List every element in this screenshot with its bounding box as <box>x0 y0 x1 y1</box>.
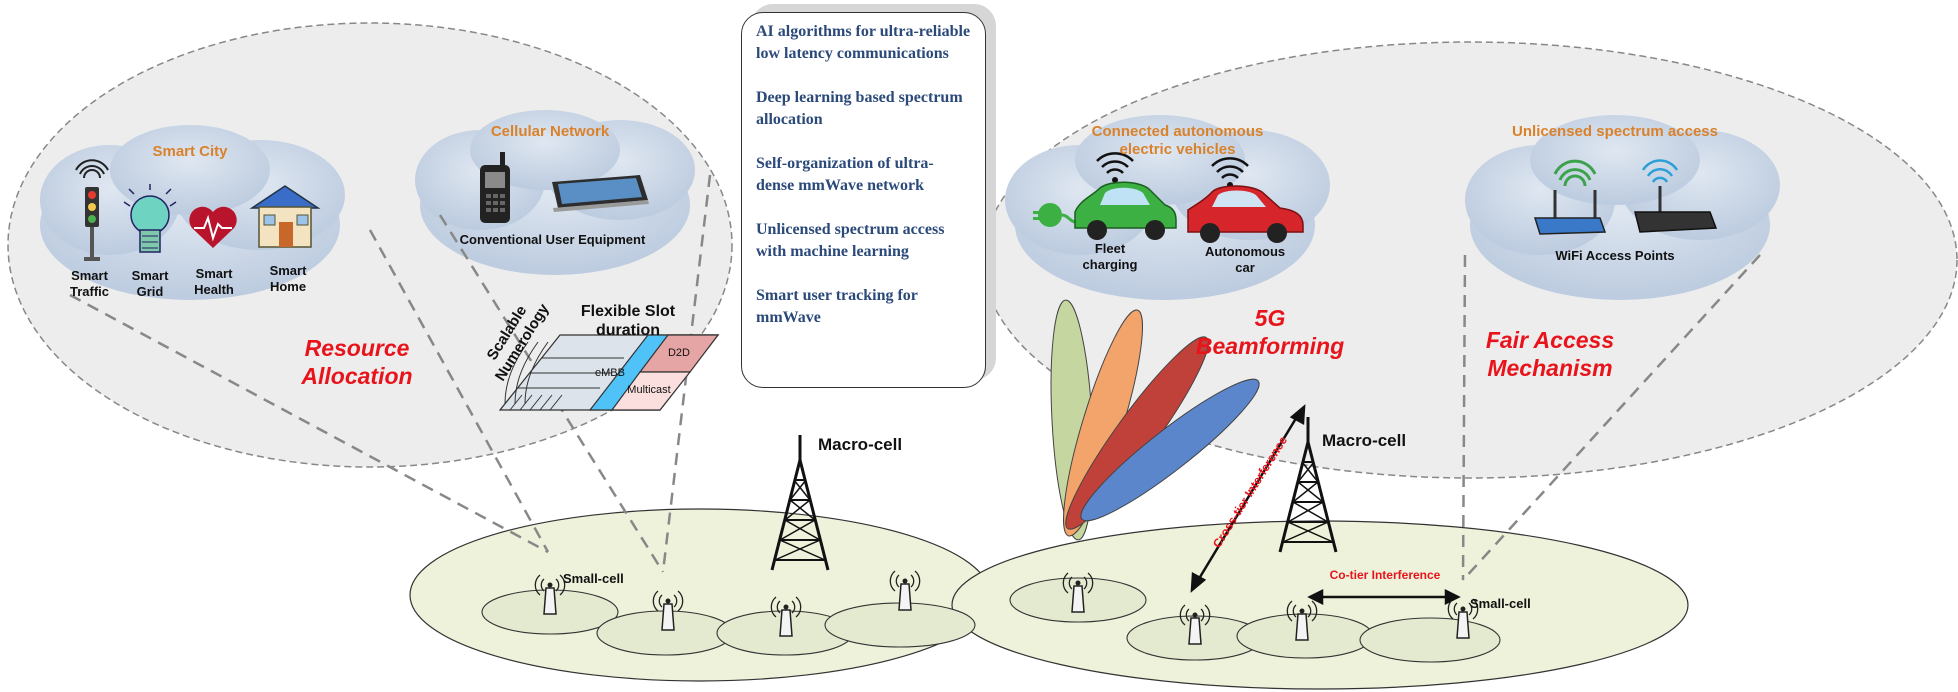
smart-grid-label: Smart Grid <box>131 268 169 299</box>
ai-item-urllc: AI algorithms for ultra-reliable low lat… <box>756 23 971 62</box>
autonomous-car-label: Autonomous car <box>1205 244 1286 275</box>
wifi-access-points-label: WiFi Access Points <box>1555 248 1675 263</box>
smart-home-label: Smart Home <box>269 263 307 294</box>
wifi-signal-icon-1 <box>1096 152 1134 183</box>
mobile-phone-icon <box>480 152 510 223</box>
fleet-charging-label: Fleet charging <box>1082 241 1138 272</box>
interference-arrows <box>1190 404 1461 606</box>
fair-access-label: Fair Access Mechanism <box>1485 327 1615 381</box>
smart-health-label: Smart Health <box>194 266 234 297</box>
ai-item-user-tracking: Smart user tracking for mmWave <box>756 287 918 326</box>
ai-item-unlicensed-spectrum: Unlicensed spectrum access with machine … <box>756 221 945 260</box>
flexible-slot-label: Flexible Slot duration <box>580 303 676 339</box>
smart-grid-bulb-icon <box>123 184 177 253</box>
cellular-network-title: Cellular Network <box>490 123 610 140</box>
green-electric-car-icon <box>1074 181 1177 240</box>
co-tier-label: Co-tier Interference <box>1329 568 1441 582</box>
macro-cell-label-right: Macro-cell <box>1322 431 1407 450</box>
beamforming-label: 5G Beamforming <box>1195 305 1345 359</box>
user-equipment-label: Conventional User Equipment <box>459 232 646 247</box>
wifi-router-icon-2 <box>1634 159 1718 233</box>
tablet-icon <box>552 175 649 212</box>
traffic-light-icon <box>75 159 109 261</box>
wifi-router-icon-1 <box>1533 159 1607 235</box>
beamforming-lobes <box>1050 299 1260 541</box>
numerology-slot-diagram <box>498 334 720 411</box>
small-cell-label-left: Small-cell <box>563 571 624 586</box>
d2d-cell-label: D2D <box>667 347 690 359</box>
ai-item-self-organization: Self-organization of ultra-dense mmWave … <box>756 155 934 194</box>
red-autonomous-car-icon <box>1187 185 1304 243</box>
small-cell-label-right: Small-cell <box>1470 596 1531 611</box>
macro-cell-label-left: Macro-cell <box>818 435 903 454</box>
heart-health-icon <box>189 206 237 248</box>
house-icon <box>249 185 321 248</box>
ev-title: Connected autonomous electric vehicles <box>1091 123 1264 158</box>
embb-cell-label: eMBB <box>595 367 625 379</box>
ai-item-spectrum-allocation: Deep learning based spectrum allocation <box>756 89 963 128</box>
multicast-cell-label: Multicast <box>627 384 671 396</box>
unlicensed-spectrum-title: Unlicensed spectrum access <box>1512 123 1718 140</box>
resource-allocation-label: Resource Allocation <box>301 335 413 389</box>
ev-cloud <box>1005 115 1330 300</box>
charging-plug-icon <box>1033 203 1077 227</box>
smart-city-title: Smart City <box>152 143 228 160</box>
ai-algorithms-box: AI algorithms for ultra-reliable low lat… <box>741 12 986 388</box>
smart-traffic-label: Smart Traffic <box>69 268 109 299</box>
